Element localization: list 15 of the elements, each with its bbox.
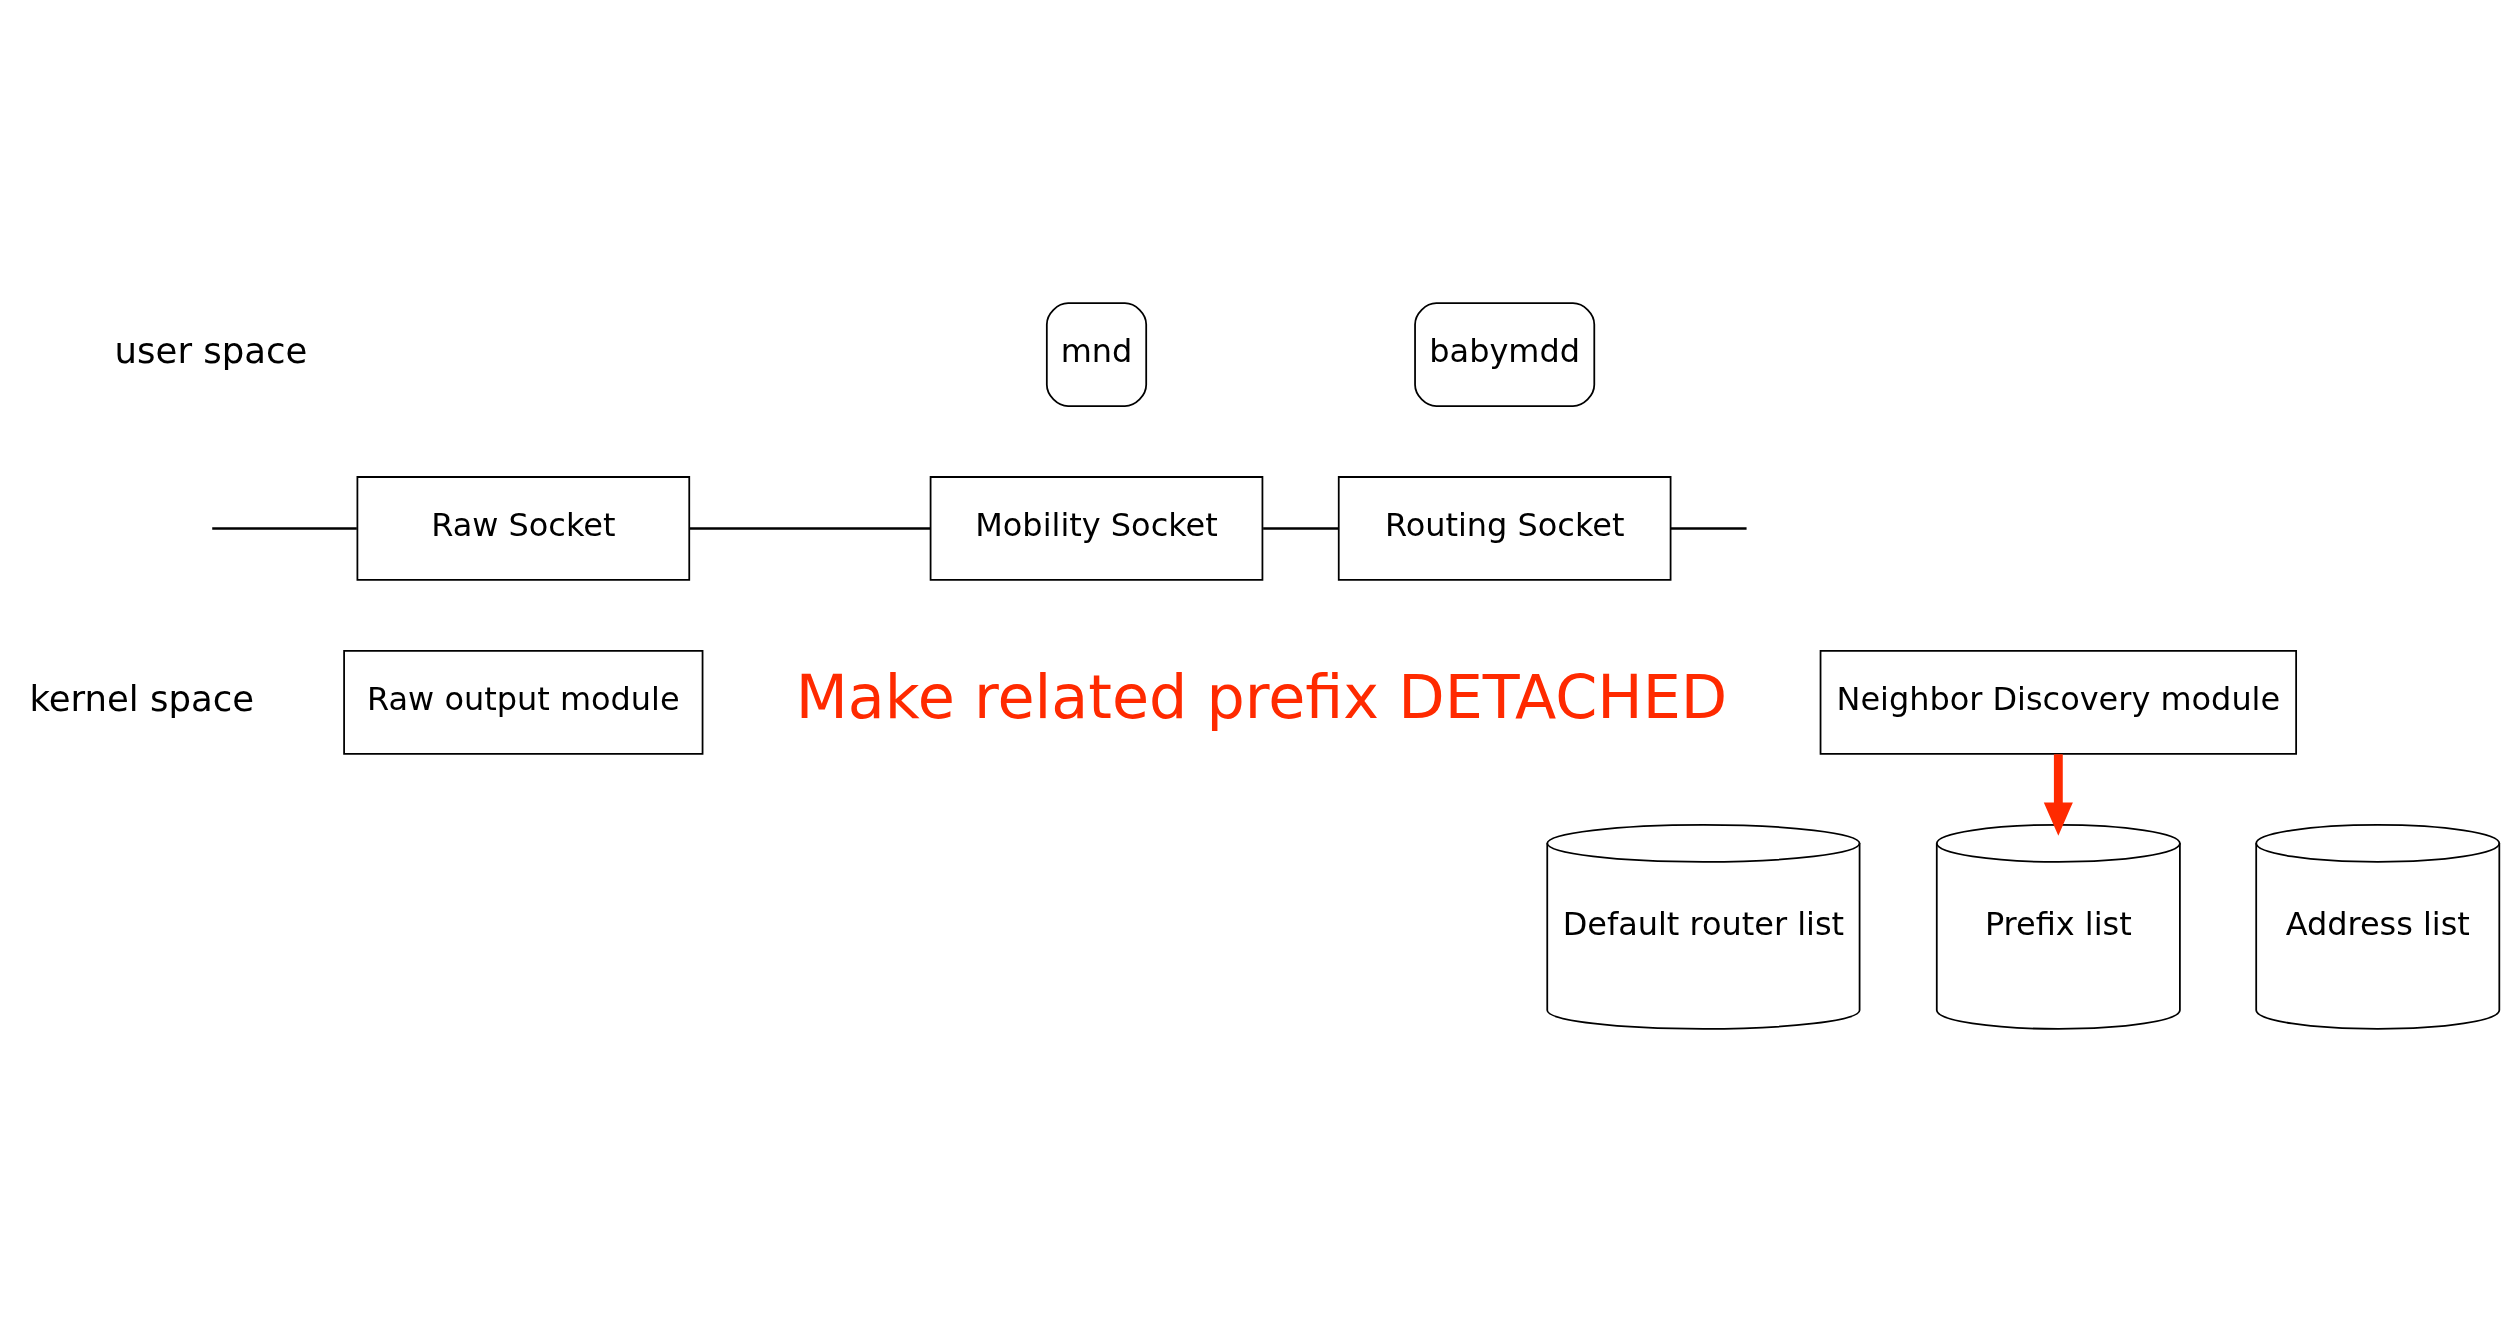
node-box: Neighbor Discovery module (1819, 649, 2297, 755)
node-box: Raw output module (343, 649, 704, 755)
connector (1670, 526, 1747, 530)
node-box: Raw Socket (356, 475, 691, 581)
node-box: Routing Socket (1337, 475, 1672, 581)
node-box: babymdd (1414, 301, 1596, 407)
node-box: mnd (1045, 301, 1148, 407)
label: kernel space (29, 677, 255, 719)
connector (1263, 526, 1339, 530)
label: Make related prefix DETACHED (795, 661, 1728, 732)
connector (689, 526, 931, 530)
arrow (2043, 753, 2073, 836)
connector (212, 526, 357, 530)
label: user space (114, 329, 308, 371)
node-box: Mobility Socket (929, 475, 1264, 581)
